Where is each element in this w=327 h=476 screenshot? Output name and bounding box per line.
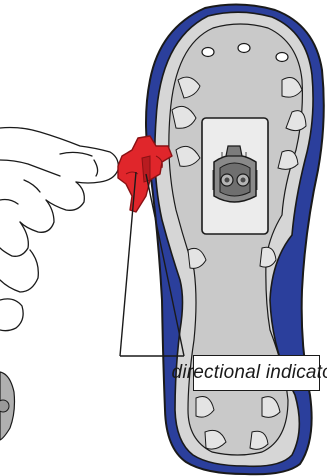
partial-object-bottom-left: [0, 372, 15, 440]
callout-label: directional indicator: [172, 362, 327, 384]
hand-icon: [0, 128, 118, 331]
shoe-sole: [146, 4, 324, 474]
cleat-plate-icon: [202, 118, 268, 234]
directional-indicator-callout: directional indicator: [193, 355, 320, 391]
